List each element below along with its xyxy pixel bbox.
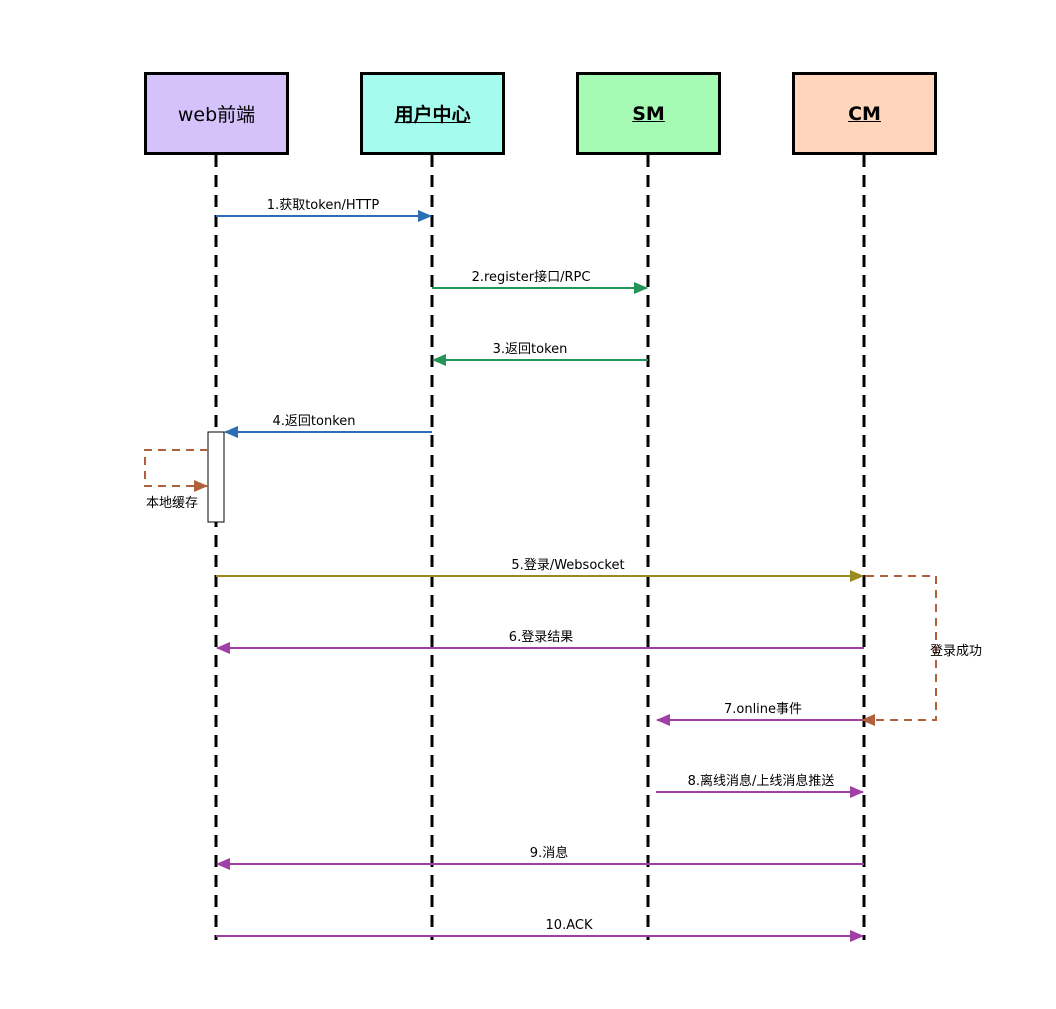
message-label-4: 4.返回tonken xyxy=(272,414,356,429)
self-loop-login-success xyxy=(861,575,937,726)
message-label-2: 2.register接口/RPC xyxy=(471,270,591,285)
actor-label-web: web前端 xyxy=(177,104,256,126)
activation-bar xyxy=(207,431,225,523)
actor-cm: CM xyxy=(792,72,937,155)
note-label-login-success: 登录成功 xyxy=(929,644,983,659)
actor-label-sm: SM xyxy=(632,102,665,125)
message-label-10: 10.ACK xyxy=(545,918,593,933)
actor-uc: 用户中心 xyxy=(360,72,505,155)
actor-label-uc: 用户中心 xyxy=(394,104,471,126)
message-label-7: 7.online事件 xyxy=(723,702,803,717)
message-label-3: 3.返回token xyxy=(492,342,568,357)
note-label-local-cache: 本地缓存 xyxy=(145,496,199,511)
message-label-1: 1.获取token/HTTP xyxy=(266,198,380,213)
actor-sm: SM xyxy=(576,72,721,155)
message-label-6: 6.登录结果 xyxy=(508,630,574,645)
message-label-9: 9.消息 xyxy=(529,846,569,861)
actor-web: web前端 xyxy=(144,72,289,155)
message-label-8: 8.离线消息/上线消息推送 xyxy=(687,774,835,789)
message-label-5: 5.登录/Websocket xyxy=(511,558,625,573)
actor-label-cm: CM xyxy=(848,102,881,125)
self-loop-local-cache xyxy=(144,449,208,492)
